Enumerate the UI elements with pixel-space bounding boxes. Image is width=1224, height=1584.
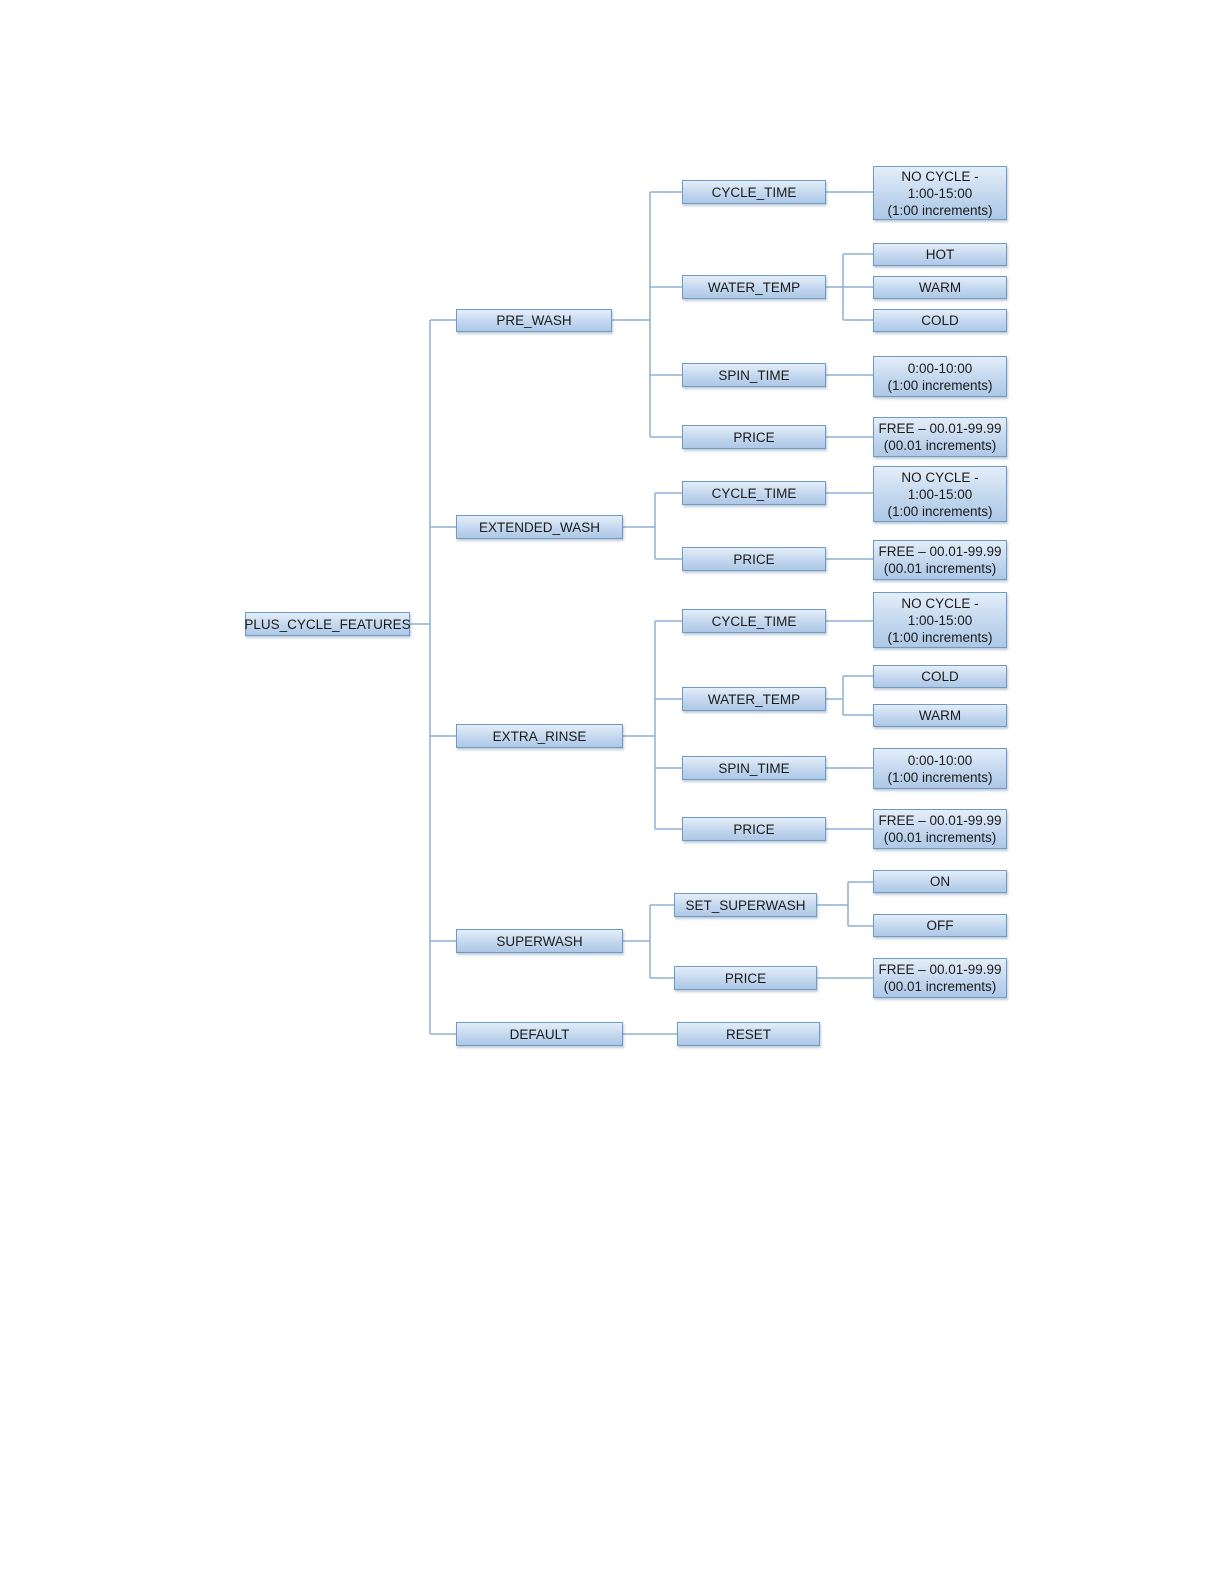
node-label: WATER_TEMP	[707, 279, 801, 295]
node-pre-wash-price: PRICE	[682, 425, 826, 449]
value-line: (00.01 increments)	[883, 438, 997, 453]
option-extra-rinse-warm: WARM	[873, 704, 1007, 727]
value-line: FREE – 00.01-99.99	[878, 421, 1002, 436]
option-pre-wash-hot: HOT	[873, 243, 1007, 266]
node-extra-rinse-price: PRICE	[682, 817, 826, 841]
value-line: 1:00-15:00	[907, 486, 973, 502]
node-extra-rinse-water-temp: WATER_TEMP	[682, 687, 826, 711]
value-line: NO CYCLE -	[901, 595, 979, 611]
node-extra-rinse: EXTRA_RINSE	[456, 724, 623, 748]
value-line: FREE – 00.01-99.99	[878, 962, 1002, 977]
node-extended-wash: EXTENDED_WASH	[456, 515, 623, 539]
value-line: (1:00 increments)	[887, 503, 993, 519]
node-label: PRICE	[724, 970, 767, 986]
node-label: PRE_WASH	[496, 313, 572, 328]
value-line: NO CYCLE -	[901, 168, 979, 184]
value-superwash-price: FREE – 00.01-99.99 (00.01 increments)	[873, 958, 1007, 998]
value-line: 1:00-15:00	[907, 612, 973, 628]
value-extra-rinse-price: FREE – 00.01-99.99 (00.01 increments)	[873, 809, 1007, 849]
value-line: (1:00 increments)	[887, 769, 993, 785]
node-label: SUPERWASH	[496, 933, 583, 949]
node-label: PRICE	[733, 429, 775, 445]
value-extended-wash-price: FREE – 00.01-99.99 (00.01 increments)	[873, 540, 1007, 580]
node-label: PLUS_CYCLE_FEATURES	[244, 616, 411, 632]
value-line: FREE – 00.01-99.99	[878, 813, 1002, 828]
option-label: COLD	[921, 313, 959, 328]
value-line: (00.01 increments)	[883, 561, 997, 576]
value-line: (00.01 increments)	[883, 979, 997, 994]
option-label: WARM	[918, 280, 962, 295]
node-extra-rinse-spin-time: SPIN_TIME	[682, 756, 826, 780]
value-line: 0:00-10:00	[907, 752, 973, 768]
value-extra-rinse-spin-time: 0:00-10:00 (1:00 increments)	[873, 748, 1007, 789]
node-label: SET_SUPERWASH	[685, 897, 806, 913]
node-label: EXTENDED_WASH	[478, 519, 601, 535]
node-label: CYCLE_TIME	[711, 613, 797, 629]
node-label: RESET	[725, 1026, 771, 1042]
node-extended-wash-cycle-time: CYCLE_TIME	[682, 481, 826, 505]
value-extended-wash-cycle-time: NO CYCLE - 1:00-15:00 (1:00 increments)	[873, 466, 1007, 522]
option-label: OFF	[926, 918, 954, 933]
node-superwash-price: PRICE	[674, 966, 817, 990]
node-extra-rinse-cycle-time: CYCLE_TIME	[682, 609, 826, 633]
value-line: 0:00-10:00	[907, 360, 973, 376]
node-label: SPIN_TIME	[718, 367, 790, 383]
node-superwash: SUPERWASH	[456, 929, 623, 953]
node-label: CYCLE_TIME	[711, 485, 797, 501]
node-reset: RESET	[677, 1022, 820, 1046]
option-label: WARM	[918, 708, 962, 723]
value-line: (1:00 increments)	[887, 377, 993, 393]
value-extra-rinse-cycle-time: NO CYCLE - 1:00-15:00 (1:00 increments)	[873, 592, 1007, 648]
option-label: ON	[929, 874, 951, 889]
node-label: PRICE	[733, 551, 775, 567]
option-label: COLD	[921, 669, 959, 684]
value-line: NO CYCLE -	[901, 469, 979, 485]
node-extended-wash-price: PRICE	[682, 547, 826, 571]
node-pre-wash-water-temp: WATER_TEMP	[682, 275, 826, 299]
node-plus-cycle-features: PLUS_CYCLE_FEATURES	[244, 612, 411, 636]
option-extra-rinse-cold: COLD	[873, 665, 1007, 688]
option-superwash-on: ON	[873, 870, 1007, 893]
node-label: EXTRA_RINSE	[492, 728, 587, 744]
node-pre-wash-spin-time: SPIN_TIME	[682, 363, 826, 387]
value-line: 1:00-15:00	[907, 185, 973, 201]
value-line: (1:00 increments)	[887, 629, 993, 645]
node-label: CYCLE_TIME	[711, 184, 797, 200]
option-pre-wash-cold: COLD	[873, 309, 1007, 332]
option-label: HOT	[925, 247, 955, 262]
node-label: WATER_TEMP	[707, 691, 801, 707]
value-pre-wash-cycle-time: NO CYCLE - 1:00-15:00 (1:00 increments)	[873, 166, 1007, 220]
value-line: (1:00 increments)	[887, 202, 993, 218]
option-pre-wash-warm: WARM	[873, 276, 1007, 299]
node-label: SPIN_TIME	[718, 760, 790, 776]
node-default: DEFAULT	[456, 1022, 623, 1046]
value-line: (00.01 increments)	[883, 830, 997, 845]
value-line: FREE – 00.01-99.99	[878, 544, 1002, 559]
node-pre-wash-cycle-time: CYCLE_TIME	[682, 180, 826, 204]
node-pre-wash: PRE_WASH	[456, 309, 612, 332]
node-label: PRICE	[733, 821, 775, 837]
value-pre-wash-spin-time: 0:00-10:00 (1:00 increments)	[873, 356, 1007, 397]
node-label: DEFAULT	[509, 1026, 570, 1042]
node-set-superwash: SET_SUPERWASH	[674, 893, 817, 917]
value-pre-wash-price: FREE – 00.01-99.99 (00.01 increments)	[873, 417, 1007, 457]
option-superwash-off: OFF	[873, 914, 1007, 937]
